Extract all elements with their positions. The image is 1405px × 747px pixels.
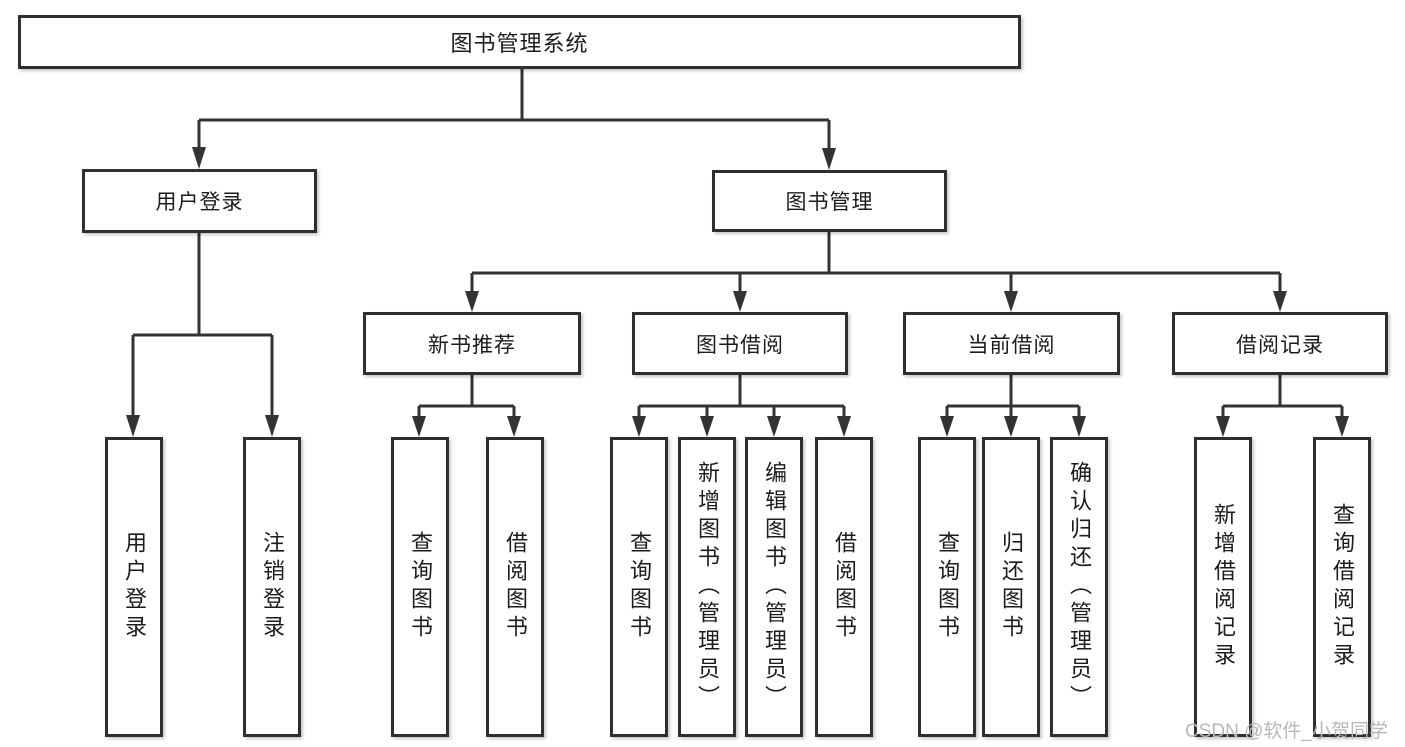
leaf-query-books-current: 查询图书	[918, 437, 976, 737]
leaf-borrow-books-recommend: 借阅图书	[486, 437, 544, 737]
node-new-book-recommend: 新书推荐	[363, 312, 581, 375]
node-current-borrowing: 当前借阅	[903, 312, 1120, 375]
leaf-label: 借阅图书	[832, 531, 857, 643]
leaf-label: 编辑图书（管理员）	[762, 461, 787, 713]
leaf-query-books-borrow: 查询图书	[610, 437, 668, 737]
leaf-query-books-recommend: 查询图书	[391, 437, 449, 737]
leaf-label: 新增图书（管理员）	[695, 461, 720, 713]
leaf-label: 归还图书	[999, 531, 1024, 643]
leaf-label: 用户登录	[122, 531, 147, 643]
leaf-logout: 注销登录	[243, 437, 301, 737]
leaf-borrow-books: 借阅图书	[815, 437, 873, 737]
leaf-label: 新增借阅记录	[1211, 503, 1236, 671]
leaf-query-borrow-record: 查询借阅记录	[1313, 437, 1371, 737]
leaf-label: 查询图书	[408, 531, 433, 643]
leaf-label: 查询借阅记录	[1330, 503, 1355, 671]
leaf-add-borrow-record: 新增借阅记录	[1194, 437, 1252, 737]
leaf-label: 确认归还（管理员）	[1067, 461, 1092, 713]
node-borrowing-records: 借阅记录	[1172, 312, 1388, 375]
node-book-borrowing: 图书借阅	[632, 312, 848, 375]
node-library-management-system: 图书管理系统	[18, 15, 1021, 69]
leaf-return-books: 归还图书	[982, 437, 1040, 737]
leaf-add-books-admin: 新增图书（管理员）	[678, 437, 736, 737]
leaf-label: 查询图书	[627, 531, 652, 643]
leaf-user-login: 用户登录	[105, 437, 163, 737]
node-book-management: 图书管理	[712, 170, 947, 232]
node-user-login: 用户登录	[82, 169, 317, 233]
leaf-edit-books-admin: 编辑图书（管理员）	[745, 437, 803, 737]
leaf-label: 注销登录	[260, 531, 285, 643]
leaf-label: 借阅图书	[503, 531, 528, 643]
leaf-confirm-return-admin: 确认归还（管理员）	[1050, 437, 1108, 737]
leaf-label: 查询图书	[935, 531, 960, 643]
csdn-watermark: CSDN @软件_小贺同学	[1185, 721, 1388, 742]
